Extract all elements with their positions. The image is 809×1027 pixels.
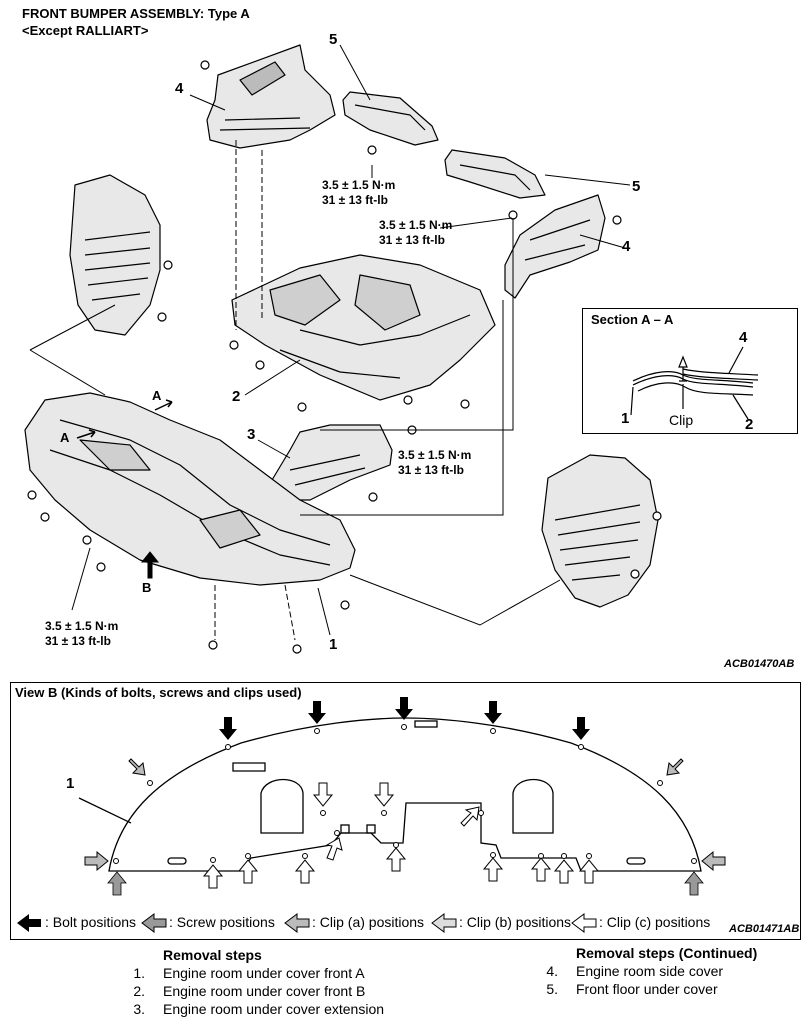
- clip-a-arrow-icon: [701, 850, 726, 872]
- section-title: Section A – A: [591, 312, 674, 327]
- section-callout-2: 2: [745, 416, 754, 433]
- bolt-arrow-icon: [395, 697, 413, 720]
- clip-c-arrow-icon: [482, 857, 504, 882]
- torque-spec: 3.5 ± 1.5 N·m 31 ± 13 ft-lb: [322, 178, 396, 207]
- list-item: 3.Engine room under cover extension: [133, 1001, 385, 1017]
- right-fender-liner: [541, 454, 659, 608]
- screw-legend-icon: [141, 913, 167, 933]
- removal-steps-continued-title: Removal steps (Continued): [576, 945, 758, 961]
- clip-c-arrow-icon: [460, 806, 480, 827]
- clip-c-arrow-icon: [385, 847, 407, 872]
- section-arrow-icon: [76, 429, 96, 439]
- clip-c-arrow-icon: [530, 857, 552, 882]
- exploded-diagram: [24, 44, 662, 654]
- view-b-box: View B (Kinds of bolts, screws and clips…: [10, 682, 801, 940]
- clip-b-arrow-icon: [128, 758, 146, 776]
- callout-1: 1: [329, 636, 338, 653]
- screw-arrow-icon: [684, 871, 704, 896]
- bolt-legend-icon: [17, 914, 41, 932]
- callout-4-left: 4: [175, 80, 184, 97]
- list-item: 2.Engine room under cover front B: [133, 983, 366, 999]
- clip-b-legend-icon: [431, 913, 457, 933]
- clip-c-arrow-icon: [553, 859, 575, 884]
- view-b-label: B: [142, 580, 152, 595]
- callout-4-right: 4: [622, 238, 631, 255]
- clip-c-arrow-icon: [294, 859, 316, 884]
- legend-screw: : Screw positions: [169, 914, 275, 930]
- section-arrow-icon: [154, 399, 173, 411]
- callout-3: 3: [247, 426, 256, 443]
- cover-outline: [108, 717, 702, 872]
- part-4-left-side-cover: [206, 44, 336, 149]
- clip-c-arrow-icon: [202, 864, 224, 889]
- part-5-floor-cover-lower: [444, 149, 546, 199]
- section-a-label: A: [152, 388, 162, 403]
- view-b-callout-1: 1: [66, 775, 75, 792]
- callout-5-top: 5: [329, 31, 338, 48]
- clip-b-arrow-icon: [666, 758, 684, 776]
- section-a-a-box: Section A – A 4 1 Clip 2: [582, 308, 798, 434]
- callout-5-right: 5: [632, 178, 641, 195]
- clip-label: Clip: [669, 412, 694, 428]
- legend-clip-a: : Clip (a) positions: [312, 914, 425, 930]
- torque-spec: 3.5 ± 1.5 N·m 31 ± 13 ft-lb: [379, 218, 453, 247]
- bolt-icons: [27, 60, 662, 654]
- bolt-arrow-icon: [572, 717, 590, 740]
- clip-a-arrow-icon: [84, 850, 109, 872]
- removal-steps: Removal steps 1.Engine room under cover …: [120, 946, 384, 1018]
- clip-c-arrow-icon: [237, 859, 259, 884]
- part-5-floor-cover-upper: [342, 91, 439, 146]
- section-callout-4: 4: [739, 329, 748, 346]
- section-callout-1: 1: [621, 410, 630, 427]
- legend-bolt: : Bolt positions: [45, 914, 137, 930]
- page-subtitle: <Except RALLIART>: [22, 23, 149, 38]
- section-a-label: A: [60, 430, 70, 445]
- removal-steps-continued: Removal steps (Continued) 4.Engine room …: [533, 944, 757, 998]
- figure-code: ACB01470AB: [724, 658, 795, 670]
- clip-c-arrow-icon: [325, 837, 343, 861]
- bolt-arrow-icon: [484, 701, 502, 724]
- screw-arrow-icon: [107, 871, 127, 896]
- part-3-under-cover-extension: [271, 424, 393, 501]
- page-title: FRONT BUMPER ASSEMBLY: Type A: [22, 6, 250, 21]
- clip-a-legend-icon: [284, 913, 310, 933]
- removal-steps-title: Removal steps: [163, 947, 262, 963]
- clip-c-arrow-icon: [373, 782, 395, 807]
- bolt-arrow-icon: [308, 701, 326, 724]
- view-b-title: View B (Kinds of bolts, screws and clips…: [15, 685, 302, 700]
- list-item: 4.Engine room side cover: [546, 963, 724, 979]
- bolt-arrow-icon: [219, 717, 237, 740]
- legend-clip-c: : Clip (c) positions: [599, 914, 711, 930]
- view-b-diagram: [17, 697, 726, 933]
- clip-c-arrow-icon: [578, 859, 600, 884]
- list-item: 5.Front floor under cover: [546, 981, 718, 997]
- list-item: 1.Engine room under cover front A: [133, 965, 365, 981]
- left-fender-liner: [69, 174, 161, 336]
- part-4-right-side-cover: [504, 194, 606, 299]
- callout-2: 2: [232, 388, 241, 405]
- clip-c-legend-icon: [571, 913, 597, 933]
- figure-code: ACB01471AB: [729, 923, 800, 935]
- torque-spec: 3.5 ± 1.5 N·m 31 ± 13 ft-lb: [45, 619, 119, 648]
- view-b-arrow-icon: [140, 551, 160, 579]
- clip-c-arrow-icon: [312, 782, 334, 807]
- torque-spec: 3.5 ± 1.5 N·m 31 ± 13 ft-lb: [398, 448, 472, 477]
- part-1-engine-under-cover-front-a: [24, 392, 356, 586]
- legend-clip-b: : Clip (b) positions: [459, 914, 572, 930]
